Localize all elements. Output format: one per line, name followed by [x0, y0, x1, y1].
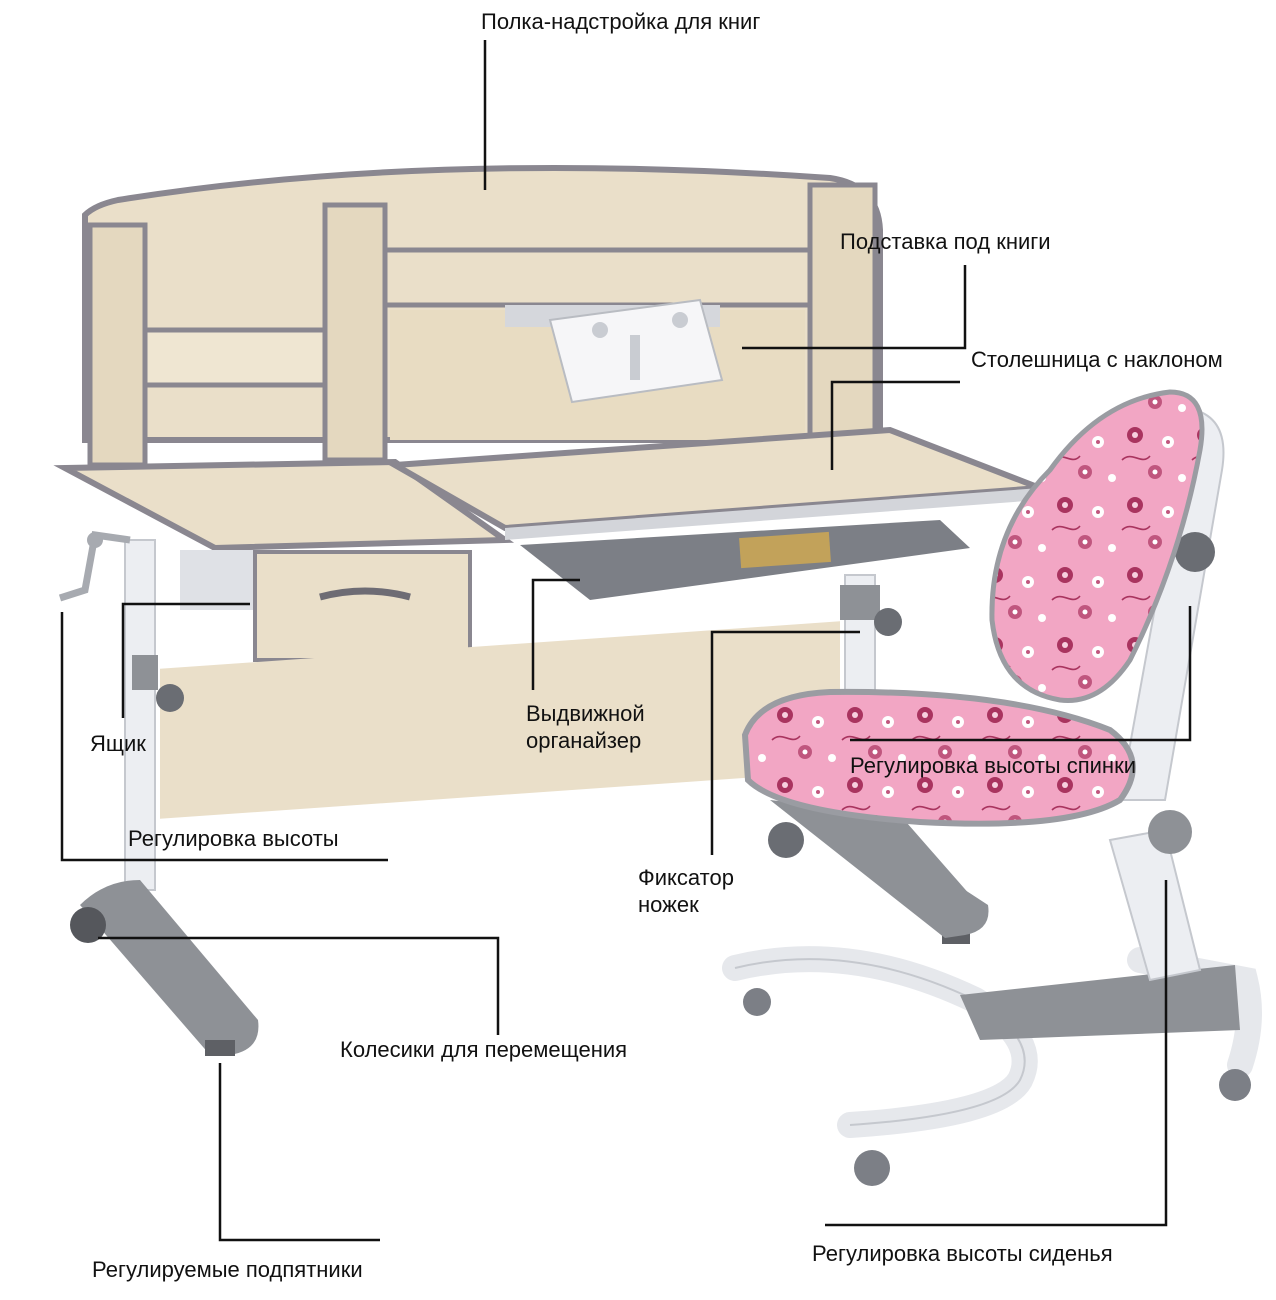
- leader-feet: [218, 1063, 380, 1242]
- label-book-stand: Подставка под книги: [840, 229, 1051, 254]
- book-stand: [505, 298, 724, 404]
- leader-wheels: [98, 936, 500, 1035]
- leader-lines: [60, 40, 1192, 1242]
- pull-out-organizer: [520, 520, 970, 600]
- label-desk-height: Регулировка высоты: [128, 826, 339, 851]
- chair-column: [1108, 408, 1225, 982]
- label-organizer-line2: органайзер: [526, 728, 642, 753]
- label-leg-lock: Фиксатор ножек: [638, 864, 734, 918]
- seat-frame: [768, 800, 986, 938]
- leader-organizer: [531, 578, 580, 690]
- label-feet: Регулируемые подпятники: [92, 1257, 363, 1282]
- leader-seat-height: [825, 880, 1168, 1227]
- leader-backrest-height: [850, 606, 1192, 742]
- seat-cushion: [741, 688, 1136, 827]
- label-bookshelf: Полка-надстройка для книг: [481, 9, 761, 34]
- leader-leg-lock: [710, 630, 860, 855]
- backrest-cushion: [989, 389, 1205, 703]
- label-leg-lock-line2: ножек: [638, 892, 699, 917]
- drawer: [180, 550, 472, 662]
- label-wheels: Колесики для перемещения: [340, 1037, 628, 1062]
- chair-base: [722, 946, 1262, 1186]
- bookshelf-hutch: [82, 164, 883, 468]
- label-leg-lock-line1: Фиксатор: [638, 865, 734, 890]
- label-drawer: Ящик: [90, 731, 146, 756]
- desk: [53, 164, 1042, 1056]
- label-backrest-height: Регулировка высоты спинки: [850, 753, 1136, 778]
- label-organizer: Выдвижной органайзер: [526, 700, 645, 754]
- chair: [722, 389, 1262, 1186]
- height-crank-handle: [58, 531, 131, 602]
- label-tilt-top: Столешница с наклоном: [971, 347, 1223, 372]
- desk-front-panel: [160, 621, 840, 819]
- label-organizer-line1: Выдвижной: [526, 701, 645, 726]
- desk-leg-left: [70, 539, 259, 1056]
- leader-tilt-top: [830, 380, 960, 470]
- tilting-desktop: [384, 426, 1042, 540]
- leader-drawer: [121, 602, 250, 718]
- leader-book-stand: [742, 265, 967, 350]
- leader-desk-height: [60, 612, 388, 862]
- label-seat-height: Регулировка высоты сиденья: [812, 1241, 1113, 1266]
